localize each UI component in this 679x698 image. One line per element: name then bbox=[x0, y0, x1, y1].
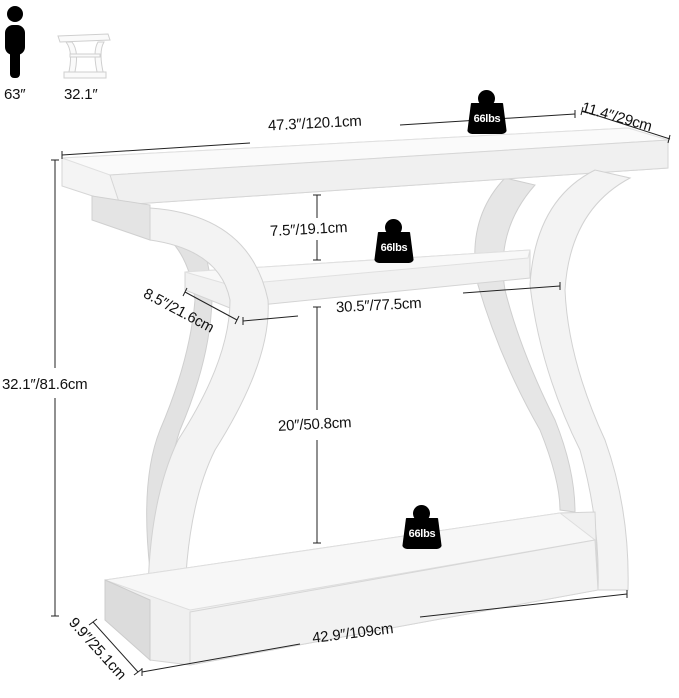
table-height-label: 32.1″ bbox=[64, 86, 98, 103]
kettlebell-weight-icon bbox=[385, 219, 402, 236]
top-load-label: 66lbs bbox=[473, 112, 501, 125]
total-height-label: 32.1″/81.6cm bbox=[2, 376, 88, 393]
bottom-load-label: 66lbs bbox=[408, 527, 436, 540]
bottom-load-capacity-badge: 66lbs bbox=[402, 505, 442, 549]
top-load-capacity-badge: 66lbs bbox=[467, 90, 507, 134]
kettlebell-weight-icon bbox=[413, 505, 430, 522]
table-thumbnail-icon bbox=[57, 33, 111, 79]
middle-load-capacity-badge: 66lbs bbox=[374, 219, 414, 263]
middle-load-label: 66lbs bbox=[380, 241, 408, 254]
middle-shelf-length-label: 30.5″/77.5cm bbox=[335, 294, 422, 317]
person-silhouette-icon bbox=[5, 6, 25, 78]
upper-gap-label: 7.5″/19.1cm bbox=[269, 218, 348, 241]
person-height-label: 63″ bbox=[4, 86, 26, 103]
lower-gap-label: 20″/50.8cm bbox=[277, 414, 352, 435]
kettlebell-weight-icon bbox=[478, 90, 495, 107]
dimension-lines bbox=[51, 106, 671, 676]
console-table-illustration bbox=[61, 127, 669, 666]
